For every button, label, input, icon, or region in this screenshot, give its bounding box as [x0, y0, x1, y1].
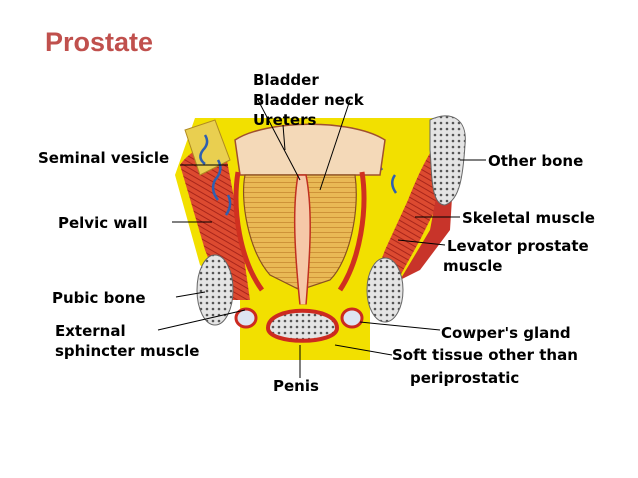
other-bone [429, 115, 466, 206]
page-title: Prostate [45, 27, 154, 57]
label-ureters: Ureters [253, 111, 317, 129]
label-sphincter-muscle: sphincter muscle [55, 342, 200, 360]
label-periprostatic: periprostatic [410, 369, 520, 387]
right-cowpers-gland [340, 307, 364, 329]
label-pelvic-wall: Pelvic wall [58, 214, 148, 232]
label-cowpers-gland: Cowper's gland [441, 324, 571, 342]
right-pelvic-wall [370, 140, 440, 290]
label-bladder-neck: Bladder neck [253, 91, 364, 109]
left-pubic-bone [196, 254, 234, 326]
label-pubic-bone: Pubic bone [52, 289, 146, 307]
bladder [234, 123, 386, 176]
right-pubic-bone [366, 257, 404, 323]
label-soft-tissue: Soft tissue other than [392, 346, 578, 364]
label-penis: Penis [273, 377, 319, 395]
label-other-bone: Other bone [488, 152, 584, 170]
label-levator-prostate: Levator prostate [447, 237, 589, 255]
label-seminal-vesicle: Seminal vesicle [38, 149, 170, 167]
label-external: External [55, 322, 126, 340]
left-pelvic-wall [180, 145, 250, 300]
label-skeletal-muscle: Skeletal muscle [462, 209, 595, 227]
label-bladder: Bladder [253, 71, 319, 89]
left-cowpers-gland [234, 307, 258, 329]
label-levator-prostate-muscle: muscle [443, 257, 503, 275]
